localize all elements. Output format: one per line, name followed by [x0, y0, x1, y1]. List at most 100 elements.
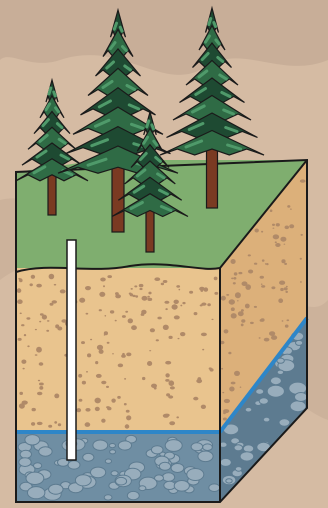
pebble [21, 360, 26, 364]
pebble [231, 382, 236, 385]
pebble [259, 337, 261, 338]
gravel-stone [165, 440, 182, 452]
pebble [276, 223, 280, 226]
pebble [300, 179, 306, 182]
pebble [46, 330, 49, 332]
pebble [262, 259, 265, 261]
pebble [21, 324, 24, 326]
pebble [261, 318, 265, 321]
gravel-stone [235, 467, 242, 472]
pebble [85, 286, 91, 290]
pebble [20, 313, 22, 315]
gravel-stone [171, 464, 184, 473]
gravel-stone [174, 481, 189, 492]
pebble [270, 209, 273, 212]
pebble [241, 309, 244, 312]
pebble [26, 317, 30, 319]
pebble [157, 317, 161, 320]
pebble [285, 226, 290, 230]
gravel-stone [116, 477, 127, 485]
pebble [161, 283, 164, 286]
pebble [131, 288, 133, 290]
pebble [196, 379, 202, 383]
gravel-stone [127, 491, 139, 499]
pebble [128, 318, 133, 323]
pebble [103, 285, 105, 287]
pebble [35, 354, 38, 356]
pebble [104, 334, 106, 335]
pebble [221, 368, 223, 370]
pebble [180, 305, 182, 307]
gravel-stone [256, 389, 264, 395]
pebble [176, 416, 179, 418]
pebble [147, 296, 150, 298]
pebble [163, 325, 169, 330]
pebble [37, 422, 43, 425]
pebble [172, 304, 178, 309]
pebble [226, 294, 229, 296]
pebble [31, 275, 35, 279]
pebble [165, 361, 171, 365]
pebble [142, 377, 145, 380]
gravel-stone [259, 398, 268, 404]
pebble [107, 342, 110, 344]
gravel-stone [19, 458, 31, 467]
gravel-stone [20, 450, 31, 458]
pebble [174, 300, 179, 304]
pebble [238, 272, 242, 274]
gravel-stone [118, 441, 131, 450]
pebble [82, 381, 86, 385]
pebble [289, 224, 294, 228]
well-casing-icon [67, 240, 76, 460]
gravel-stone [270, 377, 281, 385]
pebble [18, 338, 22, 341]
pebble [248, 270, 253, 274]
pebble [48, 425, 52, 428]
pebble [139, 284, 144, 287]
pebble [81, 341, 85, 344]
pebble [54, 394, 59, 399]
pebble [55, 324, 59, 328]
pebble [275, 243, 280, 247]
pebble [39, 386, 43, 390]
pebble [118, 364, 123, 368]
pebble [202, 349, 204, 351]
pebble [231, 307, 235, 311]
pebble [150, 328, 155, 332]
gravel-stone [203, 444, 213, 451]
pebble [134, 285, 137, 287]
pebble [221, 296, 226, 301]
pebble [250, 322, 254, 324]
pebble [241, 319, 245, 322]
gravel-stone [245, 407, 252, 412]
pebble [141, 310, 146, 315]
pebble [147, 298, 152, 301]
pebble [52, 300, 57, 303]
pebble [112, 353, 114, 354]
pebble [32, 408, 36, 411]
pebble [174, 315, 180, 319]
pebble [99, 292, 105, 297]
pebble [107, 275, 112, 278]
pebble [285, 291, 288, 293]
pebble [168, 395, 173, 398]
pebble [87, 353, 91, 357]
pebble [96, 374, 102, 378]
pebble [235, 292, 241, 298]
pebble [79, 298, 85, 303]
pebble [240, 387, 242, 388]
gravel-stone [187, 469, 204, 481]
gravel-stone [151, 446, 163, 454]
pebble [31, 422, 35, 426]
pebble [210, 368, 214, 371]
pebble [233, 282, 236, 284]
pebble [139, 288, 142, 290]
pebble [199, 287, 204, 291]
pebble [86, 371, 88, 373]
pebble [284, 287, 288, 290]
pebble [207, 303, 211, 306]
pebble [224, 329, 229, 333]
pebble [233, 277, 236, 280]
pebble [284, 263, 287, 265]
pebble [238, 311, 244, 316]
